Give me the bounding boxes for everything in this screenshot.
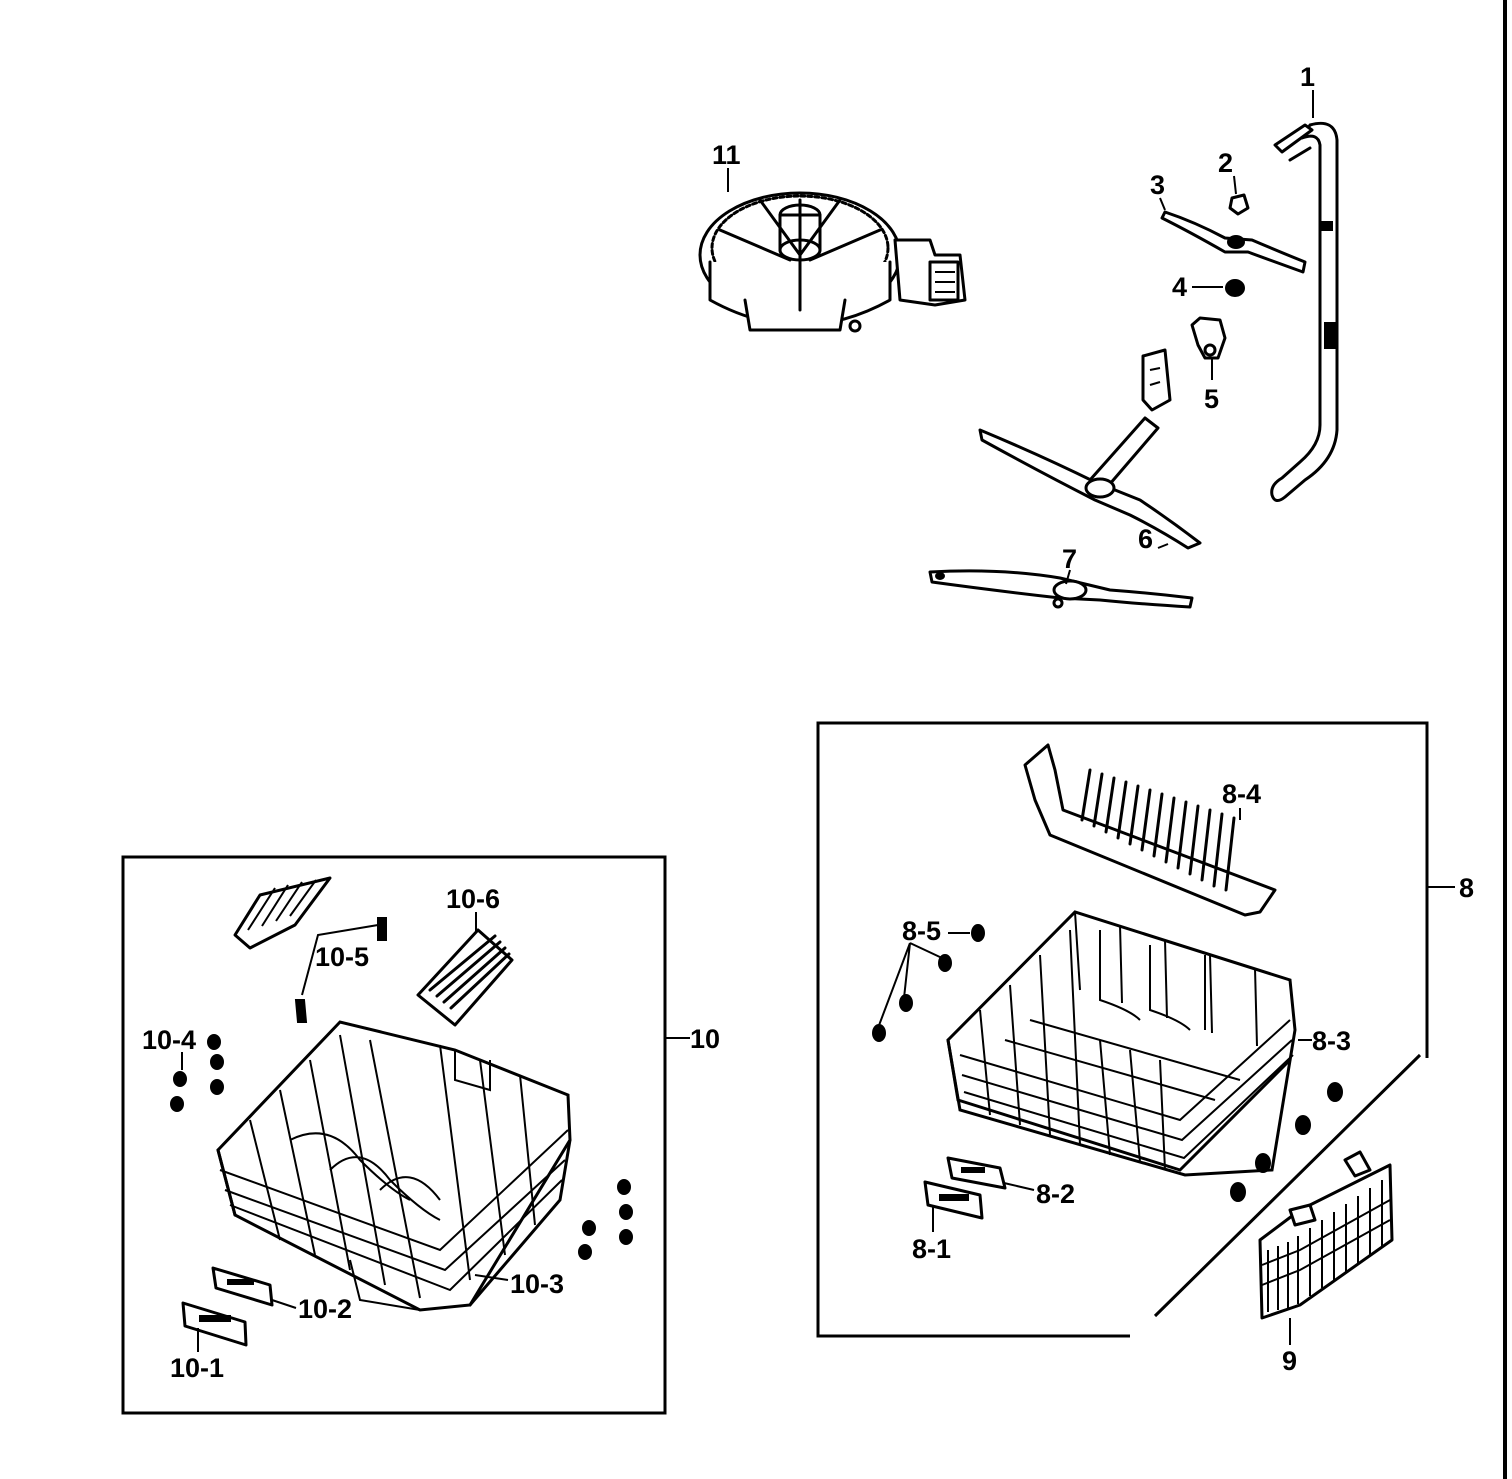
part-5-holder[interactable] [1190,316,1227,360]
label-10-2: 10-2 [298,1294,352,1324]
label-8-1: 8-1 [912,1234,951,1264]
label-8-2: 8-2 [1036,1179,1075,1209]
label-10: 10 [690,1024,720,1054]
part-7-lower-spray-arm[interactable] [928,569,1194,609]
part-9-cutlery-basket[interactable] [1258,1150,1394,1320]
part-1-supply-tube[interactable] [1270,121,1339,502]
leader-3 [1159,197,1166,211]
group-10-frame [121,855,667,1415]
part-8-3-lower-rack[interactable] [946,910,1297,1177]
part-2-nut[interactable] [1228,193,1250,216]
label-8: 8 [1459,873,1474,903]
part-10-6-tine-insert[interactable] [416,928,514,1027]
leader-6 [1157,543,1169,549]
label-10-6: 10-6 [446,884,500,914]
label-10-4: 10-4 [142,1025,196,1055]
part-10-4-wheels[interactable] [170,1034,224,1112]
group-8-frame [816,721,1429,1338]
leader-8-5 [877,932,970,1029]
part-8-2-handle-cover[interactable] [946,1156,1007,1190]
part-10-2-handle-cover[interactable] [211,1266,274,1307]
label-3: 3 [1150,170,1165,200]
part-11-sump-pump[interactable] [698,191,967,333]
label-11: 11 [712,140,741,170]
label-6: 6 [1138,524,1153,554]
part-8-wheels-loose[interactable] [1230,1082,1343,1202]
part-3-upper-spray-arm[interactable] [1160,210,1307,274]
label-8-4: 8-4 [1222,779,1261,809]
part-10-tine-row-left[interactable] [233,876,332,950]
leader-10-2 [271,1299,297,1309]
label-5: 5 [1204,384,1219,414]
part-4-cap[interactable] [1225,279,1245,297]
leader-2 [1233,175,1237,195]
leader-8-2 [1003,1182,1035,1191]
label-1: 1 [1300,62,1315,92]
part-8-4-tine-row[interactable] [1023,743,1277,917]
part-10-1-handle[interactable] [181,1301,248,1347]
part-10-5-clip[interactable] [294,917,387,1023]
label-9: 9 [1282,1346,1297,1376]
label-8-3: 8-3 [1312,1026,1351,1056]
label-10-1: 10-1 [170,1353,224,1383]
part-8-5-wheels[interactable] [872,924,985,1042]
leader-10-3 [474,1274,509,1281]
part-8-1-handle[interactable] [923,1180,984,1220]
label-8-5: 8-5 [902,916,941,946]
leader-10-5 [301,924,379,996]
part-10-3-upper-rack[interactable] [216,1020,572,1312]
label-7: 7 [1062,544,1077,574]
label-4: 4 [1172,272,1187,302]
label-2: 2 [1218,148,1233,178]
part-10-wheels-right[interactable] [578,1179,633,1260]
label-10-3: 10-3 [510,1269,564,1299]
leader-7 [1065,569,1071,585]
label-10-5: 10-5 [315,942,369,972]
part-6-middle-spray-arm[interactable] [978,348,1202,550]
